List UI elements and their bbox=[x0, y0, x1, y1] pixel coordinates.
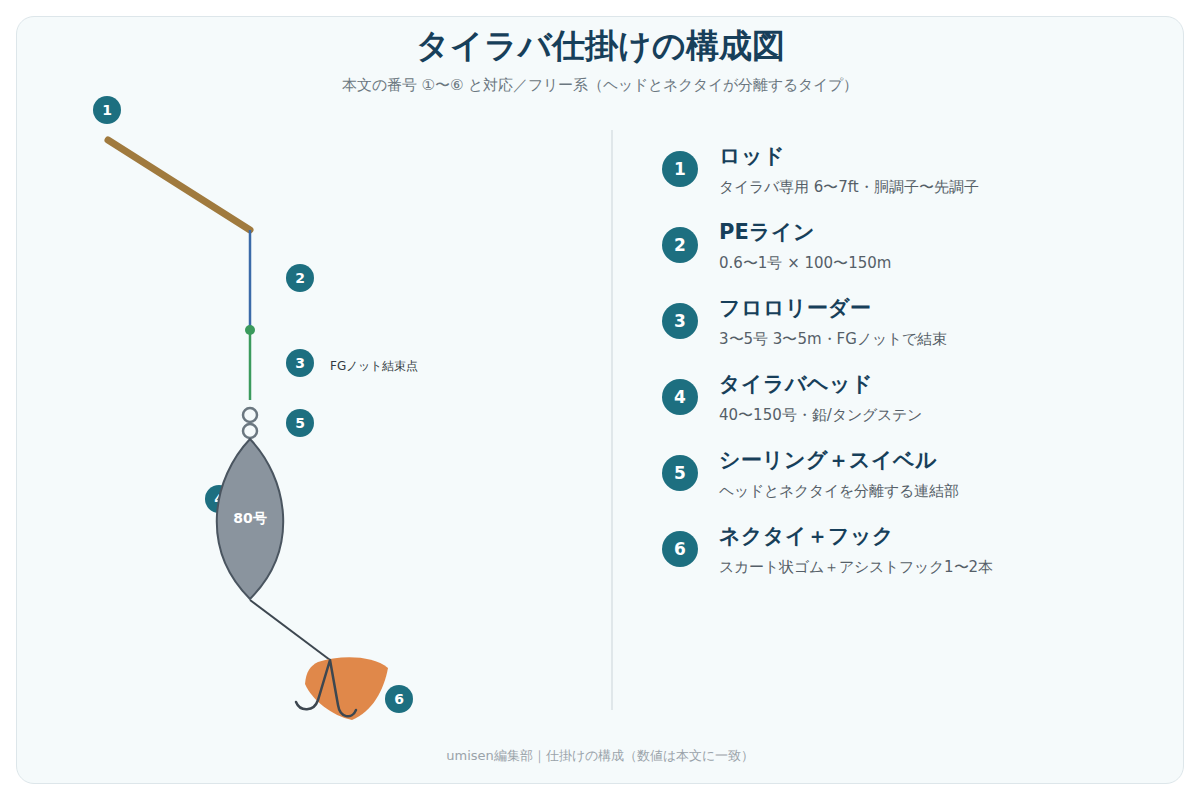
swivel bbox=[243, 424, 257, 438]
item-description: 3〜5号 3〜5m・FGノットで結束 bbox=[719, 330, 947, 348]
item-description: ヘッドとネクタイを分離する連結部 bbox=[719, 482, 959, 500]
divider bbox=[611, 130, 613, 710]
callout-number: 6 bbox=[385, 685, 413, 713]
callout-number: 2 bbox=[662, 227, 698, 263]
sealing-ring bbox=[243, 408, 257, 422]
rod bbox=[108, 140, 250, 230]
callout-number: 5 bbox=[286, 409, 314, 437]
item-description: 0.6〜1号 × 100〜150m bbox=[719, 254, 891, 272]
callout-number: 1 bbox=[93, 96, 121, 124]
callout-number: 5 bbox=[662, 455, 698, 491]
callout-number: 1 bbox=[662, 151, 698, 187]
item-heading: タイラバヘッド bbox=[719, 372, 873, 397]
sinker-head: 80号 bbox=[205, 438, 295, 600]
item-heading: ロッド bbox=[719, 144, 785, 169]
node-text: 80号 bbox=[205, 510, 295, 528]
callout-number: 3 bbox=[662, 303, 698, 339]
item-heading: フロロリーダー bbox=[719, 296, 871, 321]
callout-number: 6 bbox=[662, 531, 698, 567]
item-description: タイラバ専用 6〜7ft・胴調子〜先調子 bbox=[719, 178, 979, 196]
card-background bbox=[16, 16, 1184, 784]
item-heading: ネクタイ＋フック bbox=[719, 524, 894, 549]
hook-line bbox=[250, 600, 330, 660]
item-heading: PEライン bbox=[719, 220, 815, 245]
knot-label: FGノット結束点 bbox=[330, 359, 418, 373]
callout-number: 3 bbox=[286, 349, 314, 377]
pe-line bbox=[249, 230, 252, 330]
leader-line bbox=[249, 330, 252, 400]
item-description: 40〜150号・鉛/タングステン bbox=[719, 406, 922, 424]
title: タイラバ仕掛けの構成図 bbox=[0, 26, 1200, 66]
callout-number: 4 bbox=[662, 379, 698, 415]
knot-dot bbox=[245, 325, 255, 335]
footer: umisen編集部｜仕掛けの構成（数値は本文に一致） bbox=[0, 748, 1200, 764]
callout-number: 2 bbox=[286, 264, 314, 292]
item-description: スカート状ゴム＋アシストフック1〜2本 bbox=[719, 558, 993, 576]
necktie bbox=[305, 657, 388, 720]
item-heading: シーリング＋スイベル bbox=[719, 448, 937, 473]
assist-hooks bbox=[296, 660, 356, 716]
subtitle: 本文の番号 ①〜⑥ と対応／フリー系（ヘッドとネクタイが分離するタイプ） bbox=[0, 76, 1200, 94]
